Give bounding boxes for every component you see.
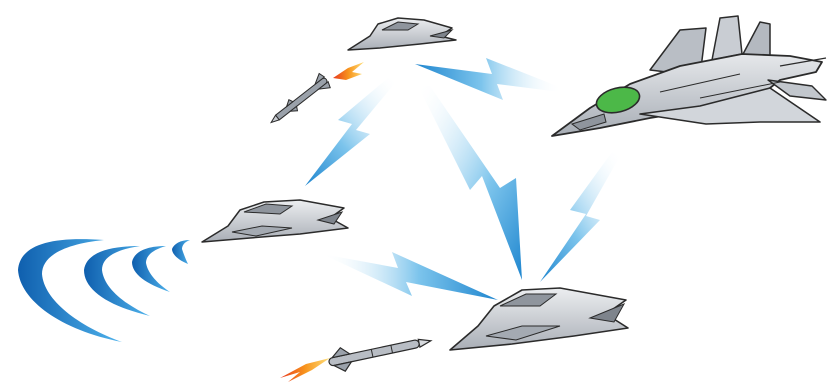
drone-icon (347, 17, 457, 51)
cockpit-canopy (595, 86, 641, 114)
link-drone-left-drone-bottom (322, 252, 498, 300)
drone-bottom (449, 287, 629, 351)
missile-bottom (280, 338, 433, 382)
flame-icon (280, 358, 330, 382)
missile-top (269, 62, 364, 124)
drone-top (347, 17, 457, 51)
link-fighter-drone-bottom (540, 152, 620, 282)
link-drone-top-drone-left (305, 78, 396, 186)
fighter-jet (551, 15, 827, 137)
link-drone-top-drone-bottom (418, 86, 522, 280)
link-fighter-drone-top (415, 58, 562, 100)
data-links (305, 58, 620, 300)
radar-waves-icon (18, 239, 190, 342)
flame-icon (333, 62, 364, 80)
drone-left (201, 199, 349, 243)
